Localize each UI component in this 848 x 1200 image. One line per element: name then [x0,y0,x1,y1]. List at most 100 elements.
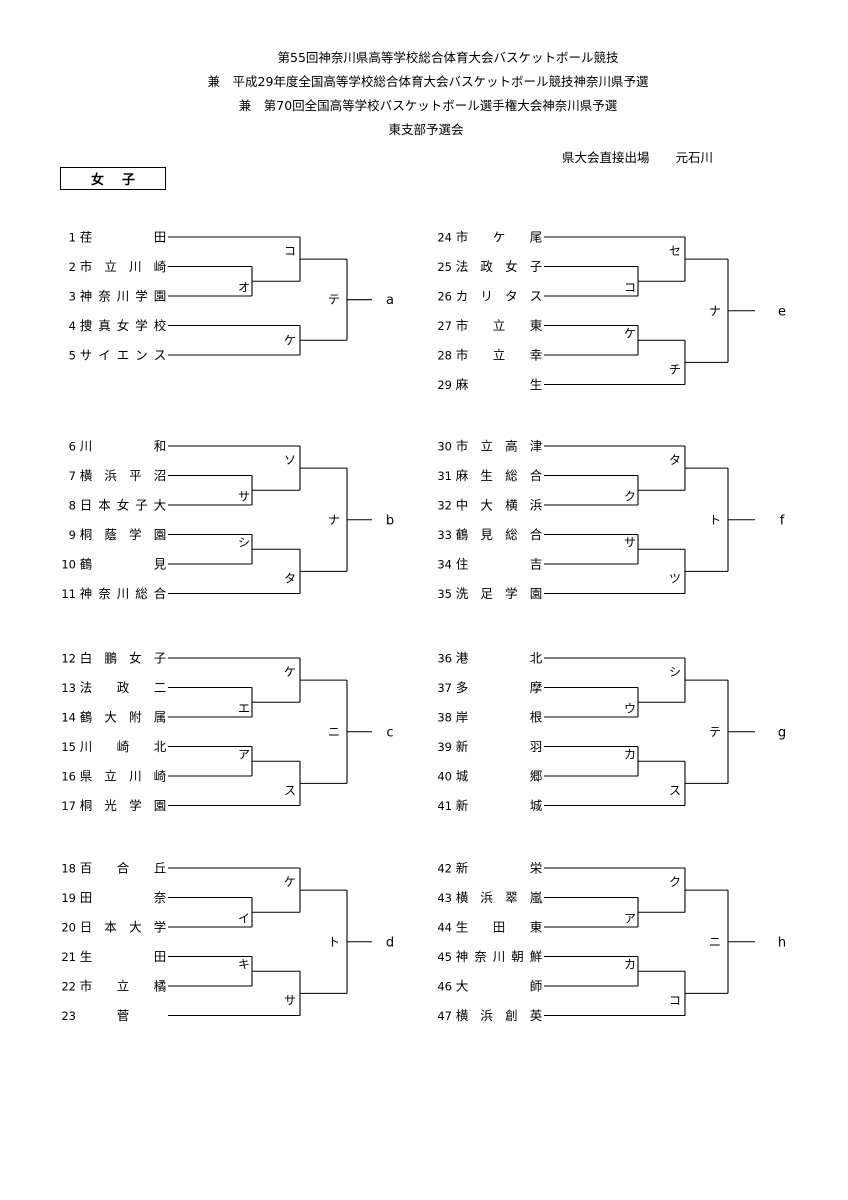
team-char-0-2-0: 神 [80,289,93,304]
team-char-3-4-2: 橘 [154,979,167,994]
team-char-5-5-0: 洗 [456,586,469,601]
team-seed-2-4: 16 [61,770,76,784]
team-char-5-4-0: 住 [456,557,469,572]
team-char-1-2-4: 大 [154,498,167,513]
team-seed-2-3: 15 [61,740,76,754]
final-mark: テ [709,725,721,739]
team-seed-6-3: 39 [437,740,452,754]
team-char-3-1-0: 田 [80,890,93,905]
team-char-2-0-1: 鵬 [104,651,117,666]
title-line-4: 東支部予選会 [388,122,464,137]
team-char-1-5-1: 奈 [98,586,111,601]
team-char-4-4-1: 立 [493,348,506,363]
final-mark: ナ [709,304,721,318]
team-char-6-1-0: 多 [456,680,469,695]
team-char-5-0-3: 津 [530,439,543,454]
match-mark: タ [284,571,296,585]
team-char-5-3-2: 総 [505,527,518,542]
team-char-5-1-2: 総 [505,468,518,483]
match-mark: ア [624,911,636,925]
team-seed-6-2: 38 [437,711,452,725]
match-mark: ソ [284,453,296,467]
match-mark: タ [669,453,681,467]
block-label: e [778,304,786,319]
team-char-1-1-1: 浜 [104,468,117,483]
final-mark: ニ [328,725,340,739]
team-seed-4-0: 24 [437,231,452,245]
team-char-4-1-1: 政 [480,259,493,274]
final-mark: ト [709,513,721,527]
direct-entry-school: 元石川 [675,150,714,165]
team-seed-5-4: 34 [437,558,452,572]
match-mark: カ [624,747,636,761]
final-mark: ナ [328,513,340,527]
team-char-7-2-2: 東 [530,920,543,935]
team-char-0-3-0: 捜 [80,318,93,333]
team-char-1-4-1: 見 [154,557,167,572]
team-char-4-3-2: 東 [530,318,543,333]
team-char-6-2-0: 岸 [456,710,469,725]
team-char-0-1-2: 川 [129,259,142,274]
team-char-6-4-1: 郷 [530,769,543,784]
team-char-3-3-0: 生 [80,949,93,964]
team-seed-0-1: 2 [69,260,76,274]
team-char-5-2-0: 中 [456,498,469,513]
block-label: b [386,513,394,528]
team-char-3-2-1: 本 [104,920,117,935]
team-char-3-4-0: 市 [80,979,93,994]
team-char-1-1-2: 平 [129,468,142,483]
team-char-5-0-1: 立 [480,439,493,454]
match-mark: セ [669,244,681,258]
match-mark: ケ [284,333,296,347]
block-label: a [386,293,394,308]
team-char-0-3-1: 真 [98,318,111,333]
team-seed-1-4: 10 [61,558,76,572]
team-char-6-2-1: 根 [530,710,543,725]
match-mark: ア [238,747,250,761]
team-char-1-5-3: 総 [135,586,148,601]
team-seed-3-2: 20 [61,921,76,935]
team-char-5-4-1: 吉 [530,557,543,572]
team-char-5-3-3: 合 [530,527,543,542]
team-char-3-0-1: 合 [117,861,130,876]
team-seed-4-1: 25 [437,260,452,274]
team-seed-1-3: 9 [69,528,76,542]
team-char-7-1-1: 浜 [480,890,493,905]
team-char-1-0-1: 和 [154,439,167,454]
match-mark: サ [624,535,636,549]
team-seed-2-1: 13 [61,681,76,695]
team-char-5-2-3: 浜 [530,498,543,513]
direct-entry-label: 県大会直接出場 [562,150,650,165]
team-char-2-4-3: 崎 [154,769,167,784]
team-char-6-5-0: 新 [456,798,469,813]
team-char-2-3-2: 北 [154,739,167,754]
team-char-0-2-1: 奈 [98,289,111,304]
title-line-2: 兼 平成29年度全国高等学校総合体育大会バスケットボール競技神奈川県予選 [207,74,649,89]
team-char-0-2-2: 川 [117,289,130,304]
team-char-5-2-2: 横 [505,498,518,513]
block-label: d [386,935,394,950]
team-char-0-4-3: ン [135,348,148,363]
team-char-1-2-3: 子 [135,498,148,513]
team-seed-6-0: 36 [437,652,452,666]
team-seed-5-0: 30 [437,440,452,454]
team-char-2-1-2: 二 [154,680,167,695]
team-char-7-1-2: 翠 [505,890,518,905]
team-seed-3-5: 23 [61,1009,76,1023]
team-seed-1-2: 8 [69,499,76,513]
team-char-4-2-3: ス [530,289,543,304]
team-char-4-3-0: 市 [456,318,469,333]
team-char-3-3-1: 田 [154,949,167,964]
team-char-6-5-1: 城 [530,798,543,813]
team-char-5-5-2: 学 [505,586,518,601]
team-char-5-5-3: 園 [530,586,543,601]
team-seed-3-0: 18 [61,862,76,876]
team-char-2-2-2: 附 [129,710,142,725]
team-char-7-2-0: 生 [456,920,469,935]
team-seed-7-2: 44 [437,921,452,935]
team-char-1-1-3: 沼 [154,468,167,483]
final-mark: ニ [709,935,721,949]
team-char-4-3-1: 立 [493,318,506,333]
team-seed-4-5: 29 [437,378,452,392]
team-char-4-0-2: 尾 [530,230,543,245]
